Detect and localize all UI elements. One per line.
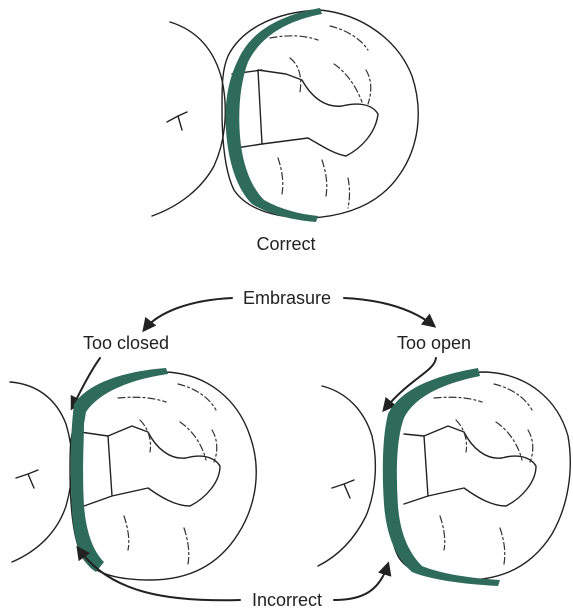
restoration-too-open: [383, 368, 500, 586]
restored-tooth-too-closed: [70, 368, 256, 580]
label-correct: Correct: [256, 234, 315, 254]
label-too-closed: Too closed: [83, 333, 169, 353]
embrasure-callout: Embrasure: [144, 288, 434, 330]
adjacent-tooth-correct: [152, 22, 225, 216]
label-incorrect: Incorrect: [252, 590, 322, 610]
arrow-incorrect-left: [78, 548, 240, 600]
restored-tooth-too-open: [383, 368, 570, 586]
adjacent-tooth-too-closed: [10, 382, 72, 562]
label-too-open: Too open: [397, 333, 471, 353]
label-embrasure: Embrasure: [243, 288, 331, 308]
restored-tooth-correct: [222, 8, 418, 222]
too-closed-diagram: Too closed: [10, 333, 256, 600]
arrow-incorrect-right: [334, 564, 388, 600]
correct-diagram: Correct: [152, 8, 418, 254]
adjacent-tooth-too-open: [318, 386, 375, 566]
arrow-embrasure-left: [144, 298, 232, 330]
arrow-embrasure-right: [344, 298, 434, 326]
adjacent-groove-correct: [167, 112, 187, 130]
too-open-diagram: Too open: [318, 333, 570, 600]
